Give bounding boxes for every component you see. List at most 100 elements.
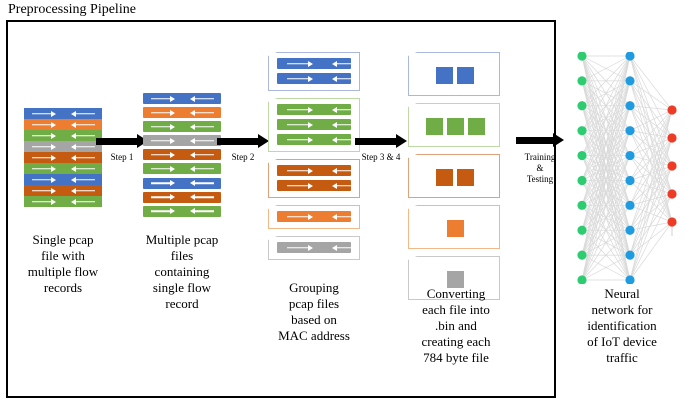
caption-line: single flow [152,280,212,295]
flow-record-bar [24,185,102,196]
flow-record-bar [24,196,102,207]
caption-line: pcap files [288,296,340,311]
flow-arrow-left-icon [332,121,337,128]
flow-record-bar [24,141,102,152]
caption-line: 784 byte file [423,350,489,365]
pcap-file-bar [143,163,221,175]
pcap-group-folder [268,98,360,152]
pcap-file-bar [143,149,221,161]
flow-record-bar [277,73,358,84]
network-node [625,275,635,284]
caption-line: traffic [606,350,638,365]
bin-file-square [436,66,453,84]
flow-record-bar [277,119,358,130]
pcap-file-bar [143,191,221,203]
pcap-file-bar [143,135,221,147]
bin-file-folder [408,256,500,300]
network-node [625,150,635,161]
flow-arrow-left-icon [190,208,195,215]
flow-arrow-left-icon [332,75,337,82]
caption-line: Neural [604,286,640,301]
flow-arrow-right-icon [51,187,56,194]
flow-record-bar [24,119,102,130]
flow-arrow-left-icon [190,165,195,172]
flow-arrow-right-icon [170,194,175,201]
bin-file-folder [408,52,500,96]
caption-line: creating each [421,334,491,349]
flow-record-bar [277,134,358,145]
network-node [577,150,587,161]
training-label: Training [524,152,556,162]
flow-arrow-left-icon [332,213,337,220]
caption-line: of IoT device [587,334,657,349]
network-node [625,52,635,61]
flow-arrow-left-icon [190,109,195,116]
network-layer-output [667,105,677,227]
flow-record-bar [277,242,358,253]
flow-arrow-left-icon [190,194,195,201]
network-node [577,175,587,186]
pcap-group-folder [268,205,360,229]
network-node [577,52,587,61]
flow-arrow-right-icon [308,244,313,251]
arrow-step-3-4 [355,134,407,148]
arrow-training-testing [516,133,564,147]
figure-title: Preprocessing Pipeline [8,2,136,17]
flow-arrow-right-icon [308,182,313,189]
flow-arrow-right-icon [51,198,56,205]
pcap-file-bar [143,107,221,119]
flow-record-bar [24,163,102,174]
flow-record-bar [24,130,102,141]
flow-arrow-right-icon [170,109,175,116]
network-edges [581,55,673,281]
caption-line: .bin and [435,318,477,333]
network-node [625,101,635,111]
flow-arrow-left-icon [71,154,76,161]
ampersand-label: & [536,163,544,173]
caption-line: Converting [426,286,486,301]
flow-arrow-right-icon [170,180,175,187]
caption-line: files [170,248,194,263]
flow-arrow-left-icon [71,198,76,205]
network-layer-input [577,52,587,284]
flow-arrow-left-icon [332,106,337,113]
bin-file-folder [408,154,500,198]
flow-arrow-left-icon [71,187,76,194]
flow-arrow-right-icon [51,110,56,117]
caption-line: multiple flow [27,264,99,279]
neural-network-graph [577,52,677,284]
network-node [667,161,677,171]
flow-arrow-right-icon [308,106,313,113]
caption-line: based on [291,312,337,327]
flow-arrow-right-icon [170,95,175,102]
flow-arrow-left-icon [71,110,76,117]
flow-arrow-right-icon [51,132,56,139]
network-node [577,250,587,260]
network-node [625,200,635,210]
network-node [667,105,677,115]
network-node [625,175,635,186]
pcap-file-bar [143,93,221,104]
arrow-step-2 [217,134,269,148]
bin-file-square [446,117,464,135]
network-node [625,250,635,260]
flow-arrow-right-icon [51,143,56,150]
flow-arrow-left-icon [190,180,195,187]
flow-arrow-right-icon [308,136,313,143]
caption-line: records [43,280,83,295]
flow-arrow-left-icon [190,151,195,158]
network-node [625,225,635,235]
flow-arrow-left-icon [190,95,195,102]
flow-record-bar [24,152,102,163]
pcap-group-folder [268,236,360,260]
bin-file-square [446,270,464,288]
flow-arrow-left-icon [71,176,76,183]
flow-arrow-right-icon [308,75,313,82]
pcap-group-folder [268,159,360,198]
flow-arrow-right-icon [308,121,313,128]
network-node [625,76,635,86]
network-node [577,126,587,136]
caption-line: network for [591,302,653,317]
flow-arrow-right-icon [170,151,175,158]
